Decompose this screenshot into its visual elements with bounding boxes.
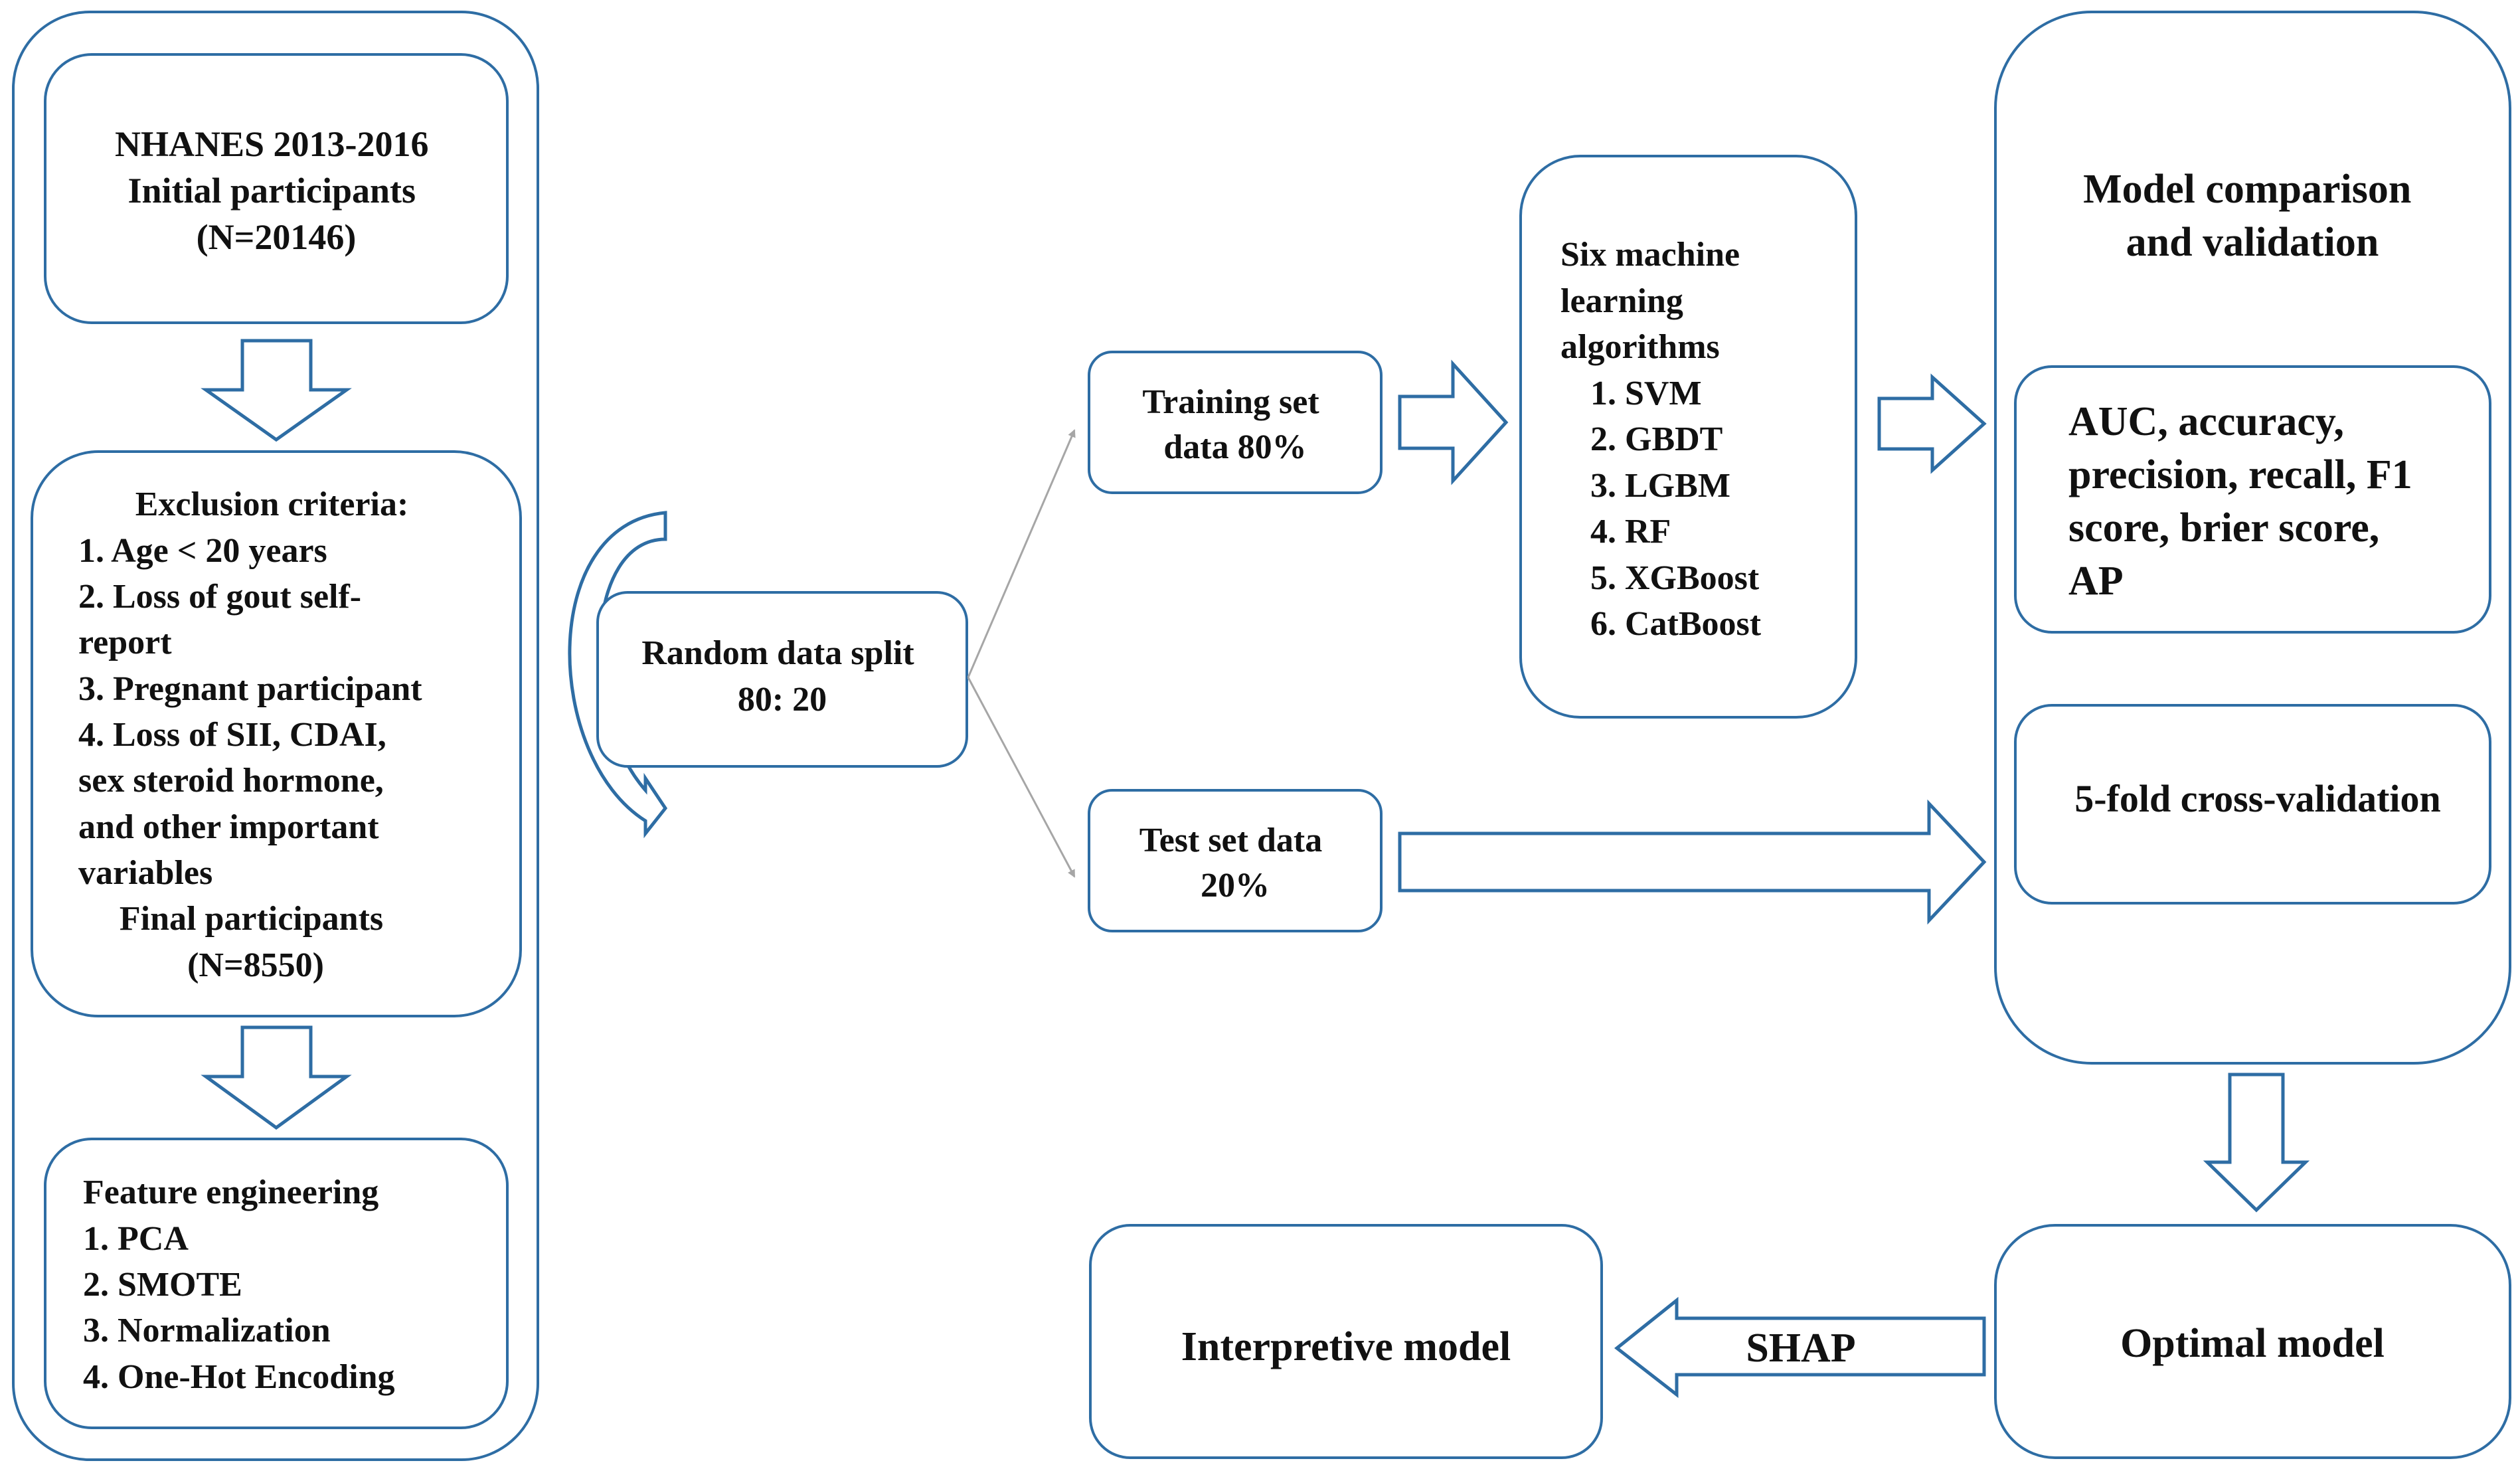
metrics-line-1: AUC, accuracy, xyxy=(2068,399,2344,444)
comparison-line-1: Model comparison xyxy=(2083,167,2411,212)
exclusion-line-6: sex steroid hormone, xyxy=(78,762,384,800)
optimal-line-1: Optimal model xyxy=(2120,1321,2385,1366)
final-participants-label: Final participants xyxy=(120,900,383,938)
metrics-text: AUC, accuracy, precision, recall, F1 sco… xyxy=(2068,399,2422,604)
down-arrow-icon xyxy=(201,1025,352,1130)
feature-line-4: 4. One-Hot Encoding xyxy=(83,1358,395,1396)
training-set-text: Training set data 80% xyxy=(1142,383,1327,466)
algorithm-catboost: 6. CatBoost xyxy=(1590,605,1762,643)
algorithms-title-2: learning xyxy=(1560,282,1683,320)
split-line-2: 80: 20 xyxy=(738,681,827,719)
algorithms-title-3: algorithms xyxy=(1560,328,1720,366)
long-right-arrow-icon xyxy=(1398,799,1987,925)
initial-line-1: NHANES 2013-2016 xyxy=(115,124,429,164)
metrics-line-3: score, brier score, xyxy=(2068,505,2379,551)
initial-participants-box xyxy=(44,53,509,324)
exclusion-line-4: 3. Pregnant participant xyxy=(78,670,422,708)
final-participants-count: (N=8550) xyxy=(187,946,324,984)
shap-label: SHAP xyxy=(1746,1326,1855,1371)
feature-line-2: 2. SMOTE xyxy=(83,1266,242,1304)
initial-participants-text: NHANES 2013-2016 Initial participants (N… xyxy=(115,124,438,257)
down-arrow-icon xyxy=(2203,1073,2310,1213)
crossval-line-1: 5-fold cross-validation xyxy=(2074,777,2441,820)
metrics-line-4: AP xyxy=(2068,559,2124,604)
right-arrow-icon xyxy=(1877,373,1987,474)
initial-line-3: (N=20146) xyxy=(197,217,357,257)
interpretive-model-text: Interpretive model xyxy=(1181,1324,1511,1369)
exclusion-title: Exclusion criteria: xyxy=(135,485,409,523)
cross-validation-text: 5-fold cross-validation xyxy=(2074,777,2441,820)
connector-to-test xyxy=(967,677,1076,878)
algorithms-title-1: Six machine xyxy=(1560,236,1740,274)
algorithms-text: Six machine learning algorithms 1. SVM 2… xyxy=(1560,236,1768,643)
metrics-line-2: precision, recall, F1 xyxy=(2068,452,2412,497)
right-arrow-icon xyxy=(1398,359,1509,485)
exclusion-line-5: 4. Loss of SII, CDAI, xyxy=(78,716,386,754)
test-line-1: Test set data xyxy=(1139,822,1322,859)
test-set-text: Test set data 20% xyxy=(1139,822,1331,905)
feature-engineering-text: Feature engineering 1. PCA 2. SMOTE 3. N… xyxy=(83,1173,395,1396)
exclusion-criteria-text: Exclusion criteria: 1. Age < 20 years 2.… xyxy=(78,485,431,984)
exclusion-line-7: and other important xyxy=(78,808,379,846)
training-line-2: data 80% xyxy=(1163,428,1306,466)
feature-line-1: 1. PCA xyxy=(83,1220,189,1258)
interpretive-line-1: Interpretive model xyxy=(1181,1324,1511,1369)
model-comparison-title: Model comparison and validation xyxy=(2083,167,2422,265)
feature-line-3: 3. Normalization xyxy=(83,1312,331,1349)
test-set-box xyxy=(1088,789,1383,932)
random-split-text: Random data split 80: 20 xyxy=(641,634,922,719)
random-split-box xyxy=(596,591,968,768)
split-line-1: Random data split xyxy=(641,634,914,672)
comparison-line-2: and validation xyxy=(2126,220,2379,265)
algorithm-lgbm: 3. LGBM xyxy=(1590,467,1730,505)
exclusion-line-2: 2. Loss of gout self- xyxy=(78,578,361,616)
cross-validation-box xyxy=(2014,704,2491,905)
training-line-1: Training set xyxy=(1142,383,1319,421)
connector-to-training xyxy=(967,429,1076,678)
feature-engineering-box xyxy=(44,1138,509,1429)
algorithm-rf: 4. RF xyxy=(1590,513,1670,551)
test-line-2: 20% xyxy=(1201,867,1270,905)
exclusion-line-8: variables xyxy=(78,854,212,892)
algorithms-box xyxy=(1519,155,1857,719)
exclusion-line-3: report xyxy=(78,624,172,661)
optimal-model-text: Optimal model xyxy=(2120,1321,2385,1366)
down-arrow-icon xyxy=(201,339,352,442)
algorithm-xgboost: 5. XGBoost xyxy=(1590,559,1760,597)
feature-title: Feature engineering xyxy=(83,1173,378,1211)
metrics-box xyxy=(2014,365,2491,634)
exclusion-line-1: 1. Age < 20 years xyxy=(78,532,327,570)
optimal-model-box xyxy=(1994,1224,2511,1459)
exclusion-criteria-box xyxy=(31,450,522,1017)
training-set-box xyxy=(1088,351,1383,494)
interpretive-model-box xyxy=(1089,1224,1603,1459)
curved-arrow-icon xyxy=(568,511,668,839)
algorithm-svm: 1. SVM xyxy=(1590,375,1702,412)
initial-line-2: Initial participants xyxy=(127,171,416,211)
algorithm-gbdt: 2. GBDT xyxy=(1590,420,1722,458)
shap-left-arrow-icon xyxy=(1614,1296,1986,1399)
